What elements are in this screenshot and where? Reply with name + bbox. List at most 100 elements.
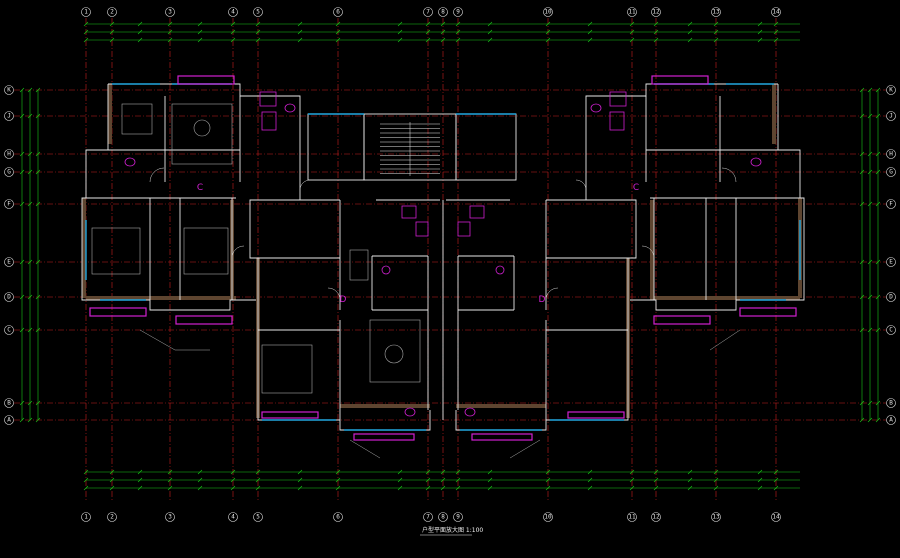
dimension-tick <box>335 469 341 475</box>
dimension-tick <box>629 485 635 491</box>
dimension-tick <box>487 21 493 27</box>
dimension-tick <box>35 169 41 175</box>
dimension-tick <box>35 294 41 300</box>
dimension-tick <box>713 477 719 483</box>
dimension-tick <box>773 29 779 35</box>
dimension-tick <box>687 37 693 43</box>
axis-label-col-1-bottom: 1 <box>84 514 88 521</box>
dimension-tick <box>487 469 493 475</box>
dimension-tick <box>757 37 763 43</box>
dimension-tick <box>19 113 25 119</box>
dimension-tick <box>137 469 143 475</box>
dimension-tick <box>397 477 403 483</box>
dimension-tick <box>109 477 115 483</box>
dimension-tick <box>167 37 173 43</box>
dimension-tick <box>35 417 41 423</box>
dimension-tick <box>629 469 635 475</box>
dimension-tick <box>19 417 25 423</box>
dimension-tick <box>255 21 261 27</box>
dimension-tick <box>653 485 659 491</box>
axis-bubble-col-8-top <box>438 7 448 17</box>
dimension-tick <box>425 29 431 35</box>
dimension-tick <box>487 477 493 483</box>
dimension-tick <box>297 477 303 483</box>
dimension-tick <box>167 485 173 491</box>
axis-label-col-11-bottom: 11 <box>628 514 636 521</box>
dimension-tick <box>425 37 431 43</box>
dimension-tick <box>440 29 446 35</box>
dimension-tick <box>859 87 865 93</box>
dimension-tick <box>167 469 173 475</box>
dimension-tick <box>27 294 33 300</box>
dimension-tick <box>867 151 873 157</box>
dimension-tick <box>867 87 873 93</box>
furniture <box>91 103 421 394</box>
dimension-tick <box>713 21 719 27</box>
door-swings <box>149 167 737 301</box>
annotation-leaders <box>139 329 741 459</box>
dimension-tick <box>545 469 551 475</box>
dimension-tick <box>35 400 41 406</box>
dimension-tick <box>83 477 89 483</box>
axis-label-col-11-top: 11 <box>628 9 636 16</box>
axis-bubble-col-14-top <box>771 7 781 17</box>
dimension-tick <box>137 21 143 27</box>
axis-bubble-col-7-bottom <box>423 512 433 522</box>
axis-label-row-F-left: F <box>7 201 11 208</box>
dimension-tick <box>653 21 659 27</box>
dimension-tick <box>83 485 89 491</box>
dimension-tick <box>545 477 551 483</box>
dimension-tick <box>859 169 865 175</box>
axis-label-col-7-bottom: 7 <box>426 514 430 521</box>
axis-label-row-A-left: A <box>7 417 11 424</box>
dimension-tick <box>297 29 303 35</box>
dimension-tick <box>859 151 865 157</box>
dimension-tick <box>27 151 33 157</box>
dimension-tick <box>867 201 873 207</box>
axis-label-col-3-top: 3 <box>168 9 172 16</box>
axis-bubble-col-11-bottom <box>627 512 637 522</box>
dimension-tick <box>875 417 881 423</box>
dimension-tick <box>867 259 873 265</box>
axis-bubble-row-C-left <box>4 325 14 335</box>
dimension-tick <box>425 469 431 475</box>
axis-label-col-7-top: 7 <box>426 9 430 16</box>
dimension-tick <box>545 37 551 43</box>
axis-bubble-col-9-bottom <box>453 512 463 522</box>
dimension-tick <box>587 469 593 475</box>
drawing-caption: 户型平面放大图 1:100 <box>422 526 483 534</box>
dimension-tick <box>27 417 33 423</box>
dimension-tick <box>875 327 881 333</box>
stair-treads <box>380 122 440 176</box>
windows <box>85 83 801 431</box>
axis-label-col-10-top: 10 <box>544 9 552 16</box>
dimension-tick <box>440 469 446 475</box>
dimension-tick <box>297 485 303 491</box>
dimension-tick <box>35 201 41 207</box>
dimension-tick <box>773 21 779 27</box>
axis-bubble-col-5-bottom <box>253 512 263 522</box>
dimension-tick <box>440 485 446 491</box>
axis-bubble-col-2-bottom <box>107 512 117 522</box>
dimension-tick <box>687 469 693 475</box>
dimension-tick <box>27 87 33 93</box>
dimension-tick <box>230 485 236 491</box>
axis-bubble-col-1-bottom <box>81 512 91 522</box>
dimension-tick <box>859 113 865 119</box>
dimension-tick <box>109 29 115 35</box>
dimension-tick <box>230 477 236 483</box>
dimension-tick <box>440 37 446 43</box>
dimension-tick <box>197 469 203 475</box>
dimension-tick <box>629 29 635 35</box>
dimension-tick <box>653 477 659 483</box>
dimension-tick <box>230 37 236 43</box>
dimension-tick <box>397 37 403 43</box>
dimension-tick <box>653 29 659 35</box>
dimension-tick <box>713 37 719 43</box>
dimension-tick <box>653 37 659 43</box>
dimension-tick <box>875 169 881 175</box>
axis-label-row-B-right: B <box>889 400 893 407</box>
dimension-tick <box>757 477 763 483</box>
